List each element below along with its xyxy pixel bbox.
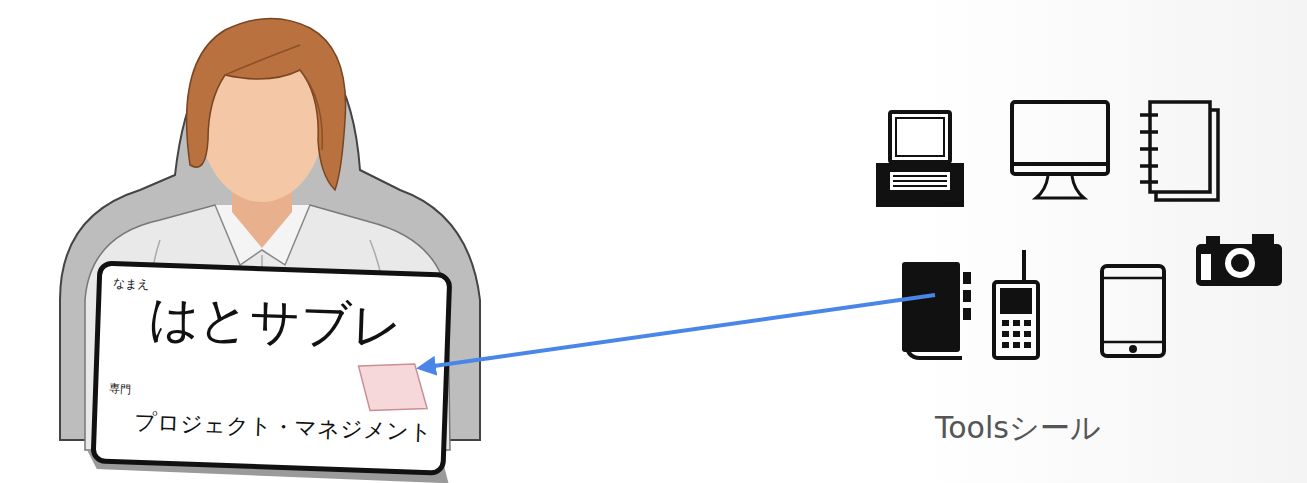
field-caption: 専門 — [109, 383, 131, 396]
monitor-icon — [1012, 102, 1108, 198]
tools-label: Toolsシール — [935, 408, 1101, 449]
camera-icon — [1196, 234, 1282, 286]
person-name: はとサブレ — [147, 291, 404, 355]
organizer-icon — [902, 262, 971, 358]
tools-sticker — [357, 362, 429, 412]
mobile-phone-icon — [994, 250, 1038, 358]
name-caption: なまえ — [113, 277, 149, 291]
tool-arrow — [420, 295, 935, 368]
hair — [187, 18, 346, 190]
hair-strand — [225, 45, 322, 150]
card-border — [93, 263, 450, 473]
name-card: なまえはとサブレ専門プロジェクト・マネジメント — [93, 263, 450, 473]
notebook-icon — [1140, 102, 1218, 200]
tablet-icon — [1102, 266, 1164, 356]
laptop-icon — [878, 112, 962, 205]
